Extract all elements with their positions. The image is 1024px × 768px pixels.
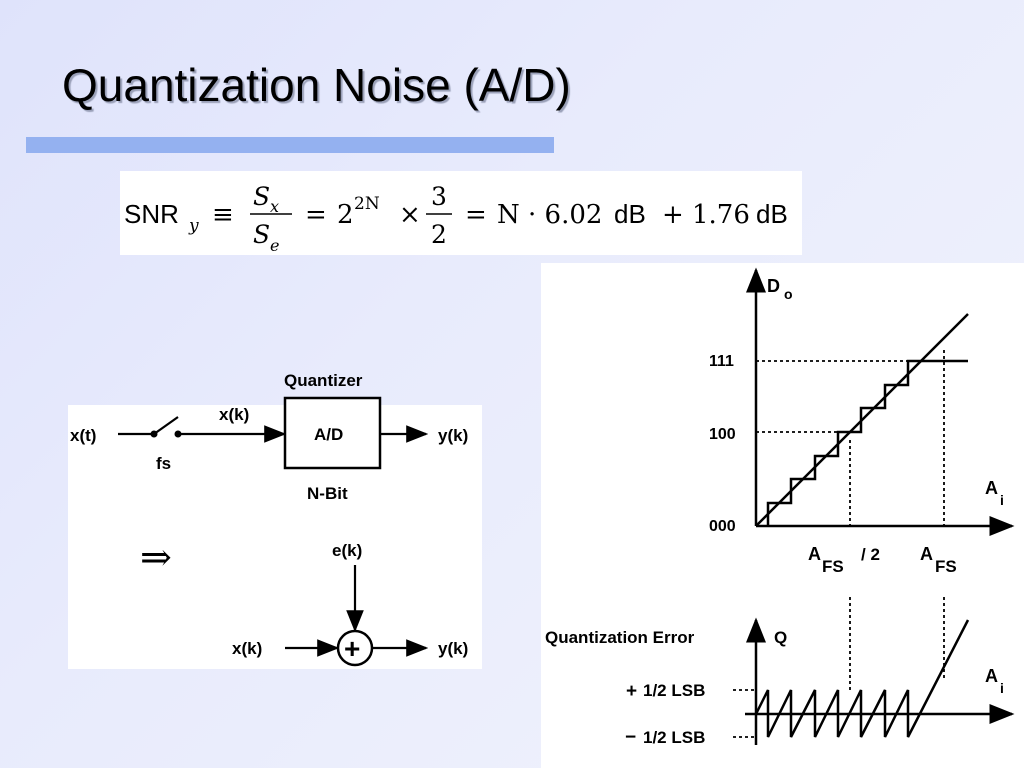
- graphs-panel: [541, 263, 1024, 768]
- snr-text: SNR: [124, 199, 179, 229]
- title-underline-bar: [26, 137, 554, 153]
- slide-title: Quantization Noise (A/D): [62, 59, 571, 111]
- signal-power-sub: x: [270, 197, 279, 216]
- signal-power: S: [253, 182, 270, 211]
- snr-formula: SNR y ≡ S x S e = 2 2N × 3 2 = N · 6.02 …: [120, 171, 802, 255]
- power-base: 2: [337, 200, 354, 230]
- constant-term: 1.76: [692, 200, 750, 230]
- fraction-denominator: 2: [431, 220, 447, 249]
- plus-sign: +: [662, 200, 684, 230]
- equiv-sign: ≡: [212, 200, 234, 230]
- error-power: S: [253, 220, 270, 249]
- db-unit-1: dB: [614, 199, 646, 229]
- snr-subscript: y: [188, 216, 199, 236]
- quantizer-label: Quantizer: [284, 371, 363, 390]
- power-exponent: 2N: [354, 194, 380, 214]
- block-diagram-panel: [68, 405, 482, 669]
- times-sign: ×: [399, 200, 421, 230]
- n-term: N · 6.02: [497, 200, 602, 230]
- fraction-numerator: 3: [431, 182, 447, 211]
- error-power-sub: e: [270, 236, 279, 255]
- equals-sign-2: =: [465, 200, 487, 230]
- db-unit-2: dB: [756, 199, 788, 229]
- equals-sign-1: =: [305, 200, 327, 230]
